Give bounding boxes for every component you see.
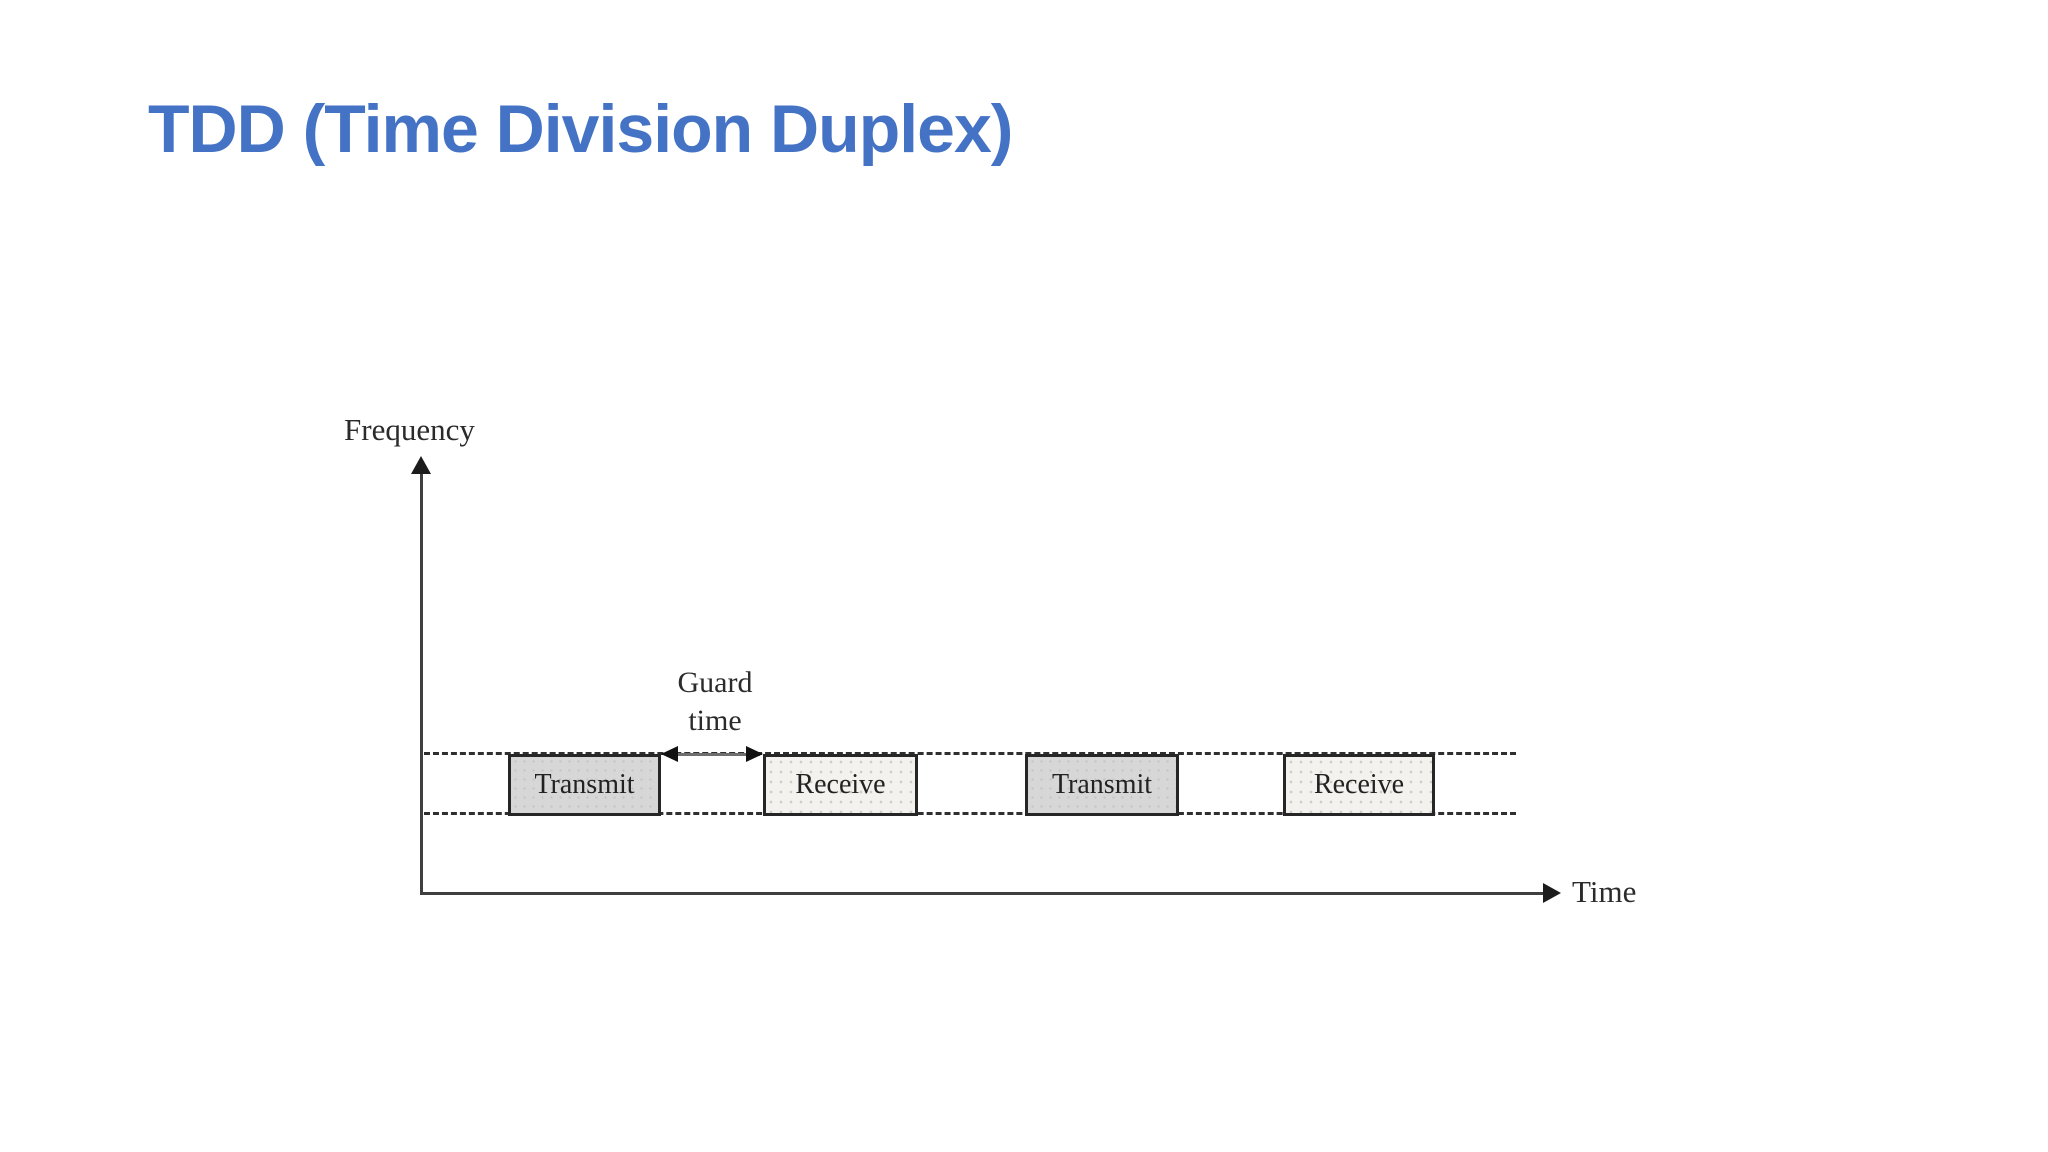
channel-upper-dashed-line — [424, 752, 1516, 755]
right-arrowhead-icon — [1543, 883, 1561, 903]
time-axis-line — [420, 892, 1544, 895]
guard-time-arrow-line — [666, 753, 760, 756]
guard-time-label-line2: time — [688, 704, 742, 737]
page-title: TDD (Time Division Duplex) — [148, 91, 1013, 167]
guard-time-label-line1: Guard — [677, 666, 753, 699]
guard-time-label: Guard time — [630, 664, 800, 740]
frequency-axis-label: Frequency — [344, 412, 475, 447]
channel-lower-dashed-line — [424, 812, 1516, 815]
slot-transmit-1: Transmit — [508, 754, 661, 816]
up-arrowhead-icon — [411, 456, 431, 474]
time-axis-label: Time — [1572, 874, 1637, 909]
slot-receive-2: Receive — [1283, 754, 1435, 816]
slot-transmit-2: Transmit — [1025, 754, 1179, 816]
frequency-axis-line — [420, 468, 423, 894]
guard-left-arrowhead-icon — [661, 746, 678, 762]
guard-right-arrowhead-icon — [746, 746, 763, 762]
slot-receive-1: Receive — [763, 754, 918, 816]
